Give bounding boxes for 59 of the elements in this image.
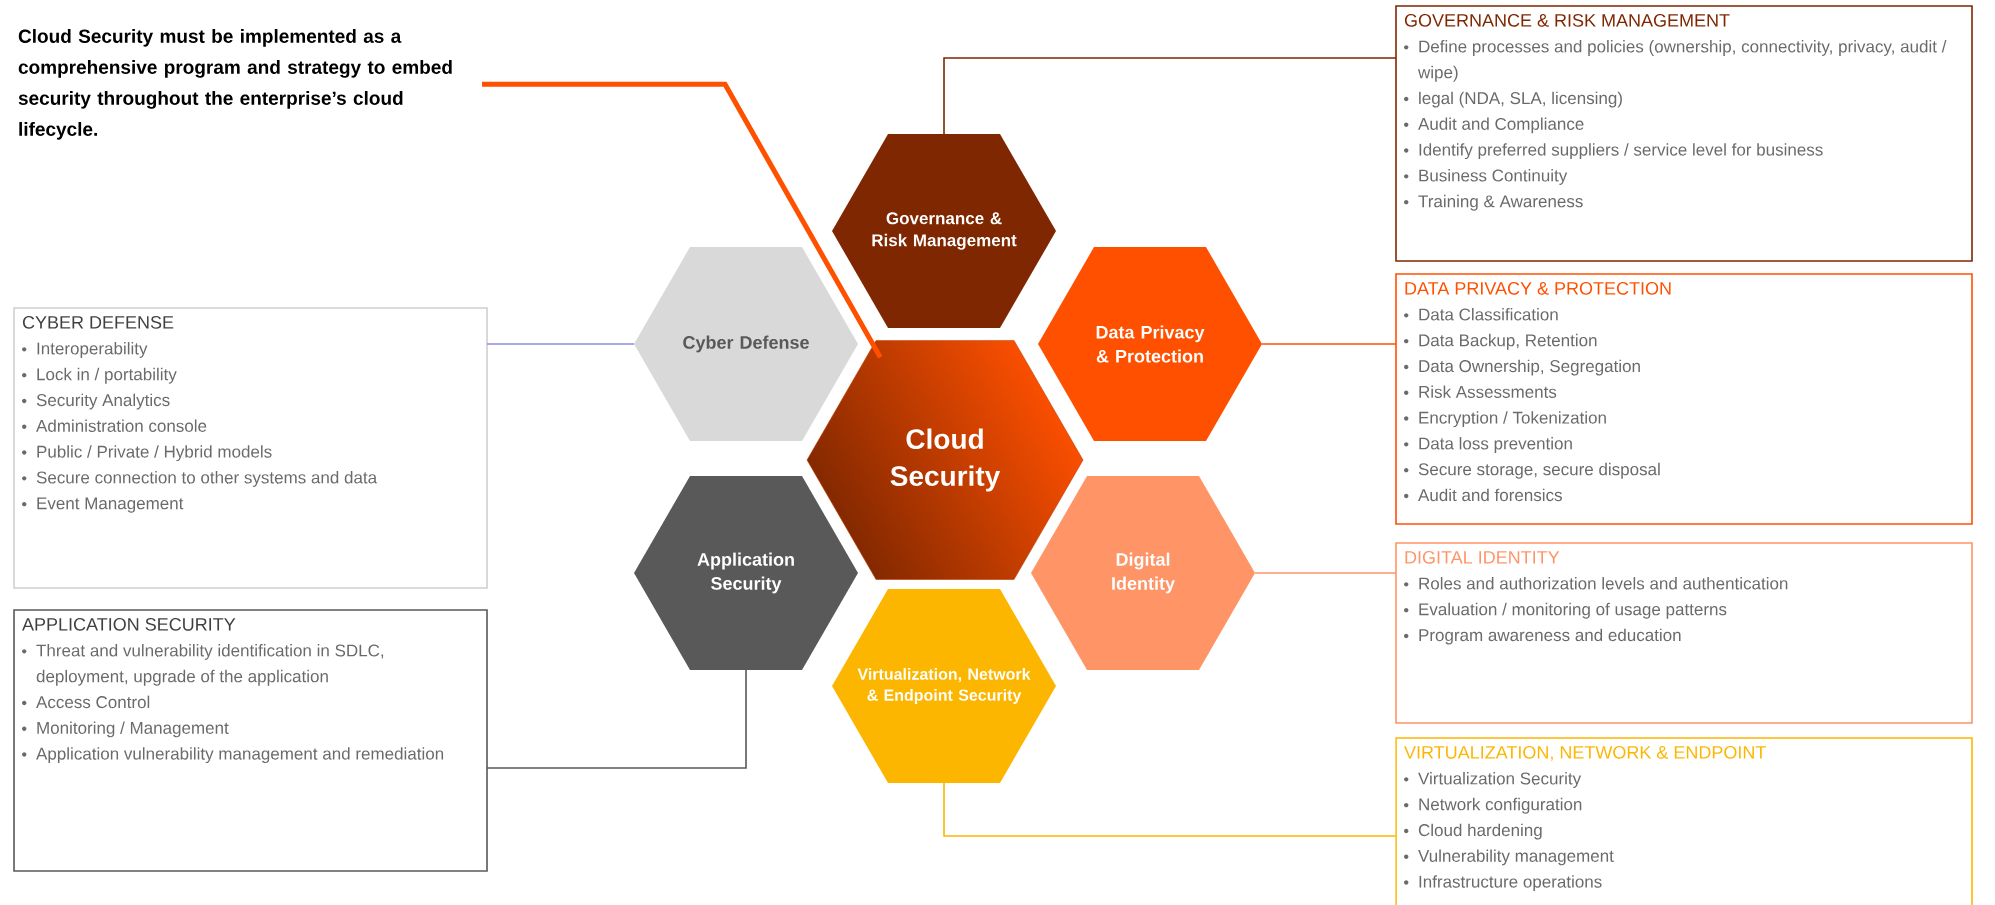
bullet-item: Cloud hardening: [1404, 823, 1542, 840]
hexagon: Cyber Defense: [634, 247, 858, 441]
bullet-item: Data Backup, Retention: [1404, 333, 1597, 350]
bullet-item: Identify preferred suppliers / service level for business: [1404, 143, 1823, 160]
bullet-item: Define processes and policies (ownership, connectivity, privacy, audit / wipe): [1404, 40, 1947, 82]
leader-line: [482, 81, 883, 359]
bullet-item: Training & Awareness: [1404, 194, 1583, 211]
bullet-item: Network configuration: [1404, 797, 1582, 814]
bullet-item: Monitoring / Management: [22, 721, 229, 738]
bullet-item: Threat and vulnerability identification in SDLC, deployment, upgrade of the application: [22, 644, 384, 686]
bullet-item: Application vulnerability management and remediation: [22, 747, 444, 764]
bullet-item: Public / Private / Hybrid models: [22, 445, 272, 462]
connector-line: [1261, 343, 1397, 345]
bullet-item: Administration console: [22, 419, 207, 432]
box-heading: CYBER DEFENSE: [22, 316, 174, 329]
statement-text: Cloud Security must be implemented as a comprehensive program and strategy to embed security throughout the enterprise’s cloud lifecycle.: [18, 29, 452, 140]
box-heading: APPLICATION SECURITY: [22, 618, 236, 631]
bullet-item: Event Management: [22, 497, 184, 513]
connector-line: [486, 669, 747, 769]
bullet-item: Audit and Compliance: [1404, 117, 1584, 134]
connector-line: [943, 57, 1397, 135]
connector-line: [486, 343, 635, 345]
info-box: [1395, 542, 1973, 724]
bullet-item: Access Control: [22, 695, 150, 709]
hexagon: Data Privacy & Protection: [1038, 247, 1262, 441]
bullet-item: Secure connection to other systems and data: [22, 471, 378, 487]
bullet-item: Infrastructure operations: [1404, 875, 1602, 892]
bullet-item: legal (NDA, SLA, licensing): [1404, 91, 1622, 108]
info-box: [1395, 737, 1973, 905]
bullet-item: Security Analytics: [22, 393, 170, 410]
bullet-item: Roles and authorization levels and authentication: [1404, 577, 1788, 590]
bullet-item: Audit and forensics: [1404, 488, 1562, 502]
connector-line: [1254, 572, 1397, 574]
hexagon: Governance & Risk Management: [832, 134, 1056, 328]
bullet-item: Program awareness and education: [1404, 628, 1681, 645]
bullet-item: Virtualization Security: [1404, 772, 1582, 788]
bullet-item: Business Continuity: [1404, 169, 1568, 185]
bullet-item: Evaluation / monitoring of usage patterns: [1404, 602, 1727, 619]
info-box: [13, 609, 488, 872]
bullet-item: Risk Assessments: [1404, 385, 1557, 398]
hexagon: Application Security: [634, 476, 858, 670]
bullet-item: Vulnerability management: [1404, 849, 1614, 866]
connector-line: [943, 782, 1397, 837]
info-box: [13, 307, 488, 589]
bullet-item: Data loss prevention: [1404, 437, 1572, 453]
bullet-item: Encryption / Tokenization: [1404, 411, 1606, 428]
box-heading: VIRTUALIZATION, NETWORK & ENDPOINT: [1404, 746, 1766, 761]
bullet-item: Secure storage, secure disposal: [1404, 462, 1660, 479]
bullet-item: Data Classification: [1404, 308, 1558, 321]
bullet-item: Interoperability: [22, 342, 148, 358]
hexagon: Digital Identity: [1031, 476, 1255, 670]
box-heading: DATA PRIVACY & PROTECTION: [1405, 282, 1671, 295]
bullet-item: Lock in / portability: [22, 367, 177, 384]
hexagon: Virtualization, Network & Endpoint Security: [832, 589, 1056, 783]
box-heading: GOVERNANCE & RISK MANAGEMENT: [1404, 14, 1730, 27]
bullet-item: Data Ownership, Segregation: [1404, 359, 1640, 376]
box-heading: DIGITAL IDENTITY: [1405, 551, 1560, 564]
info-box: [1395, 5, 1973, 262]
info-box: [1395, 273, 1973, 525]
